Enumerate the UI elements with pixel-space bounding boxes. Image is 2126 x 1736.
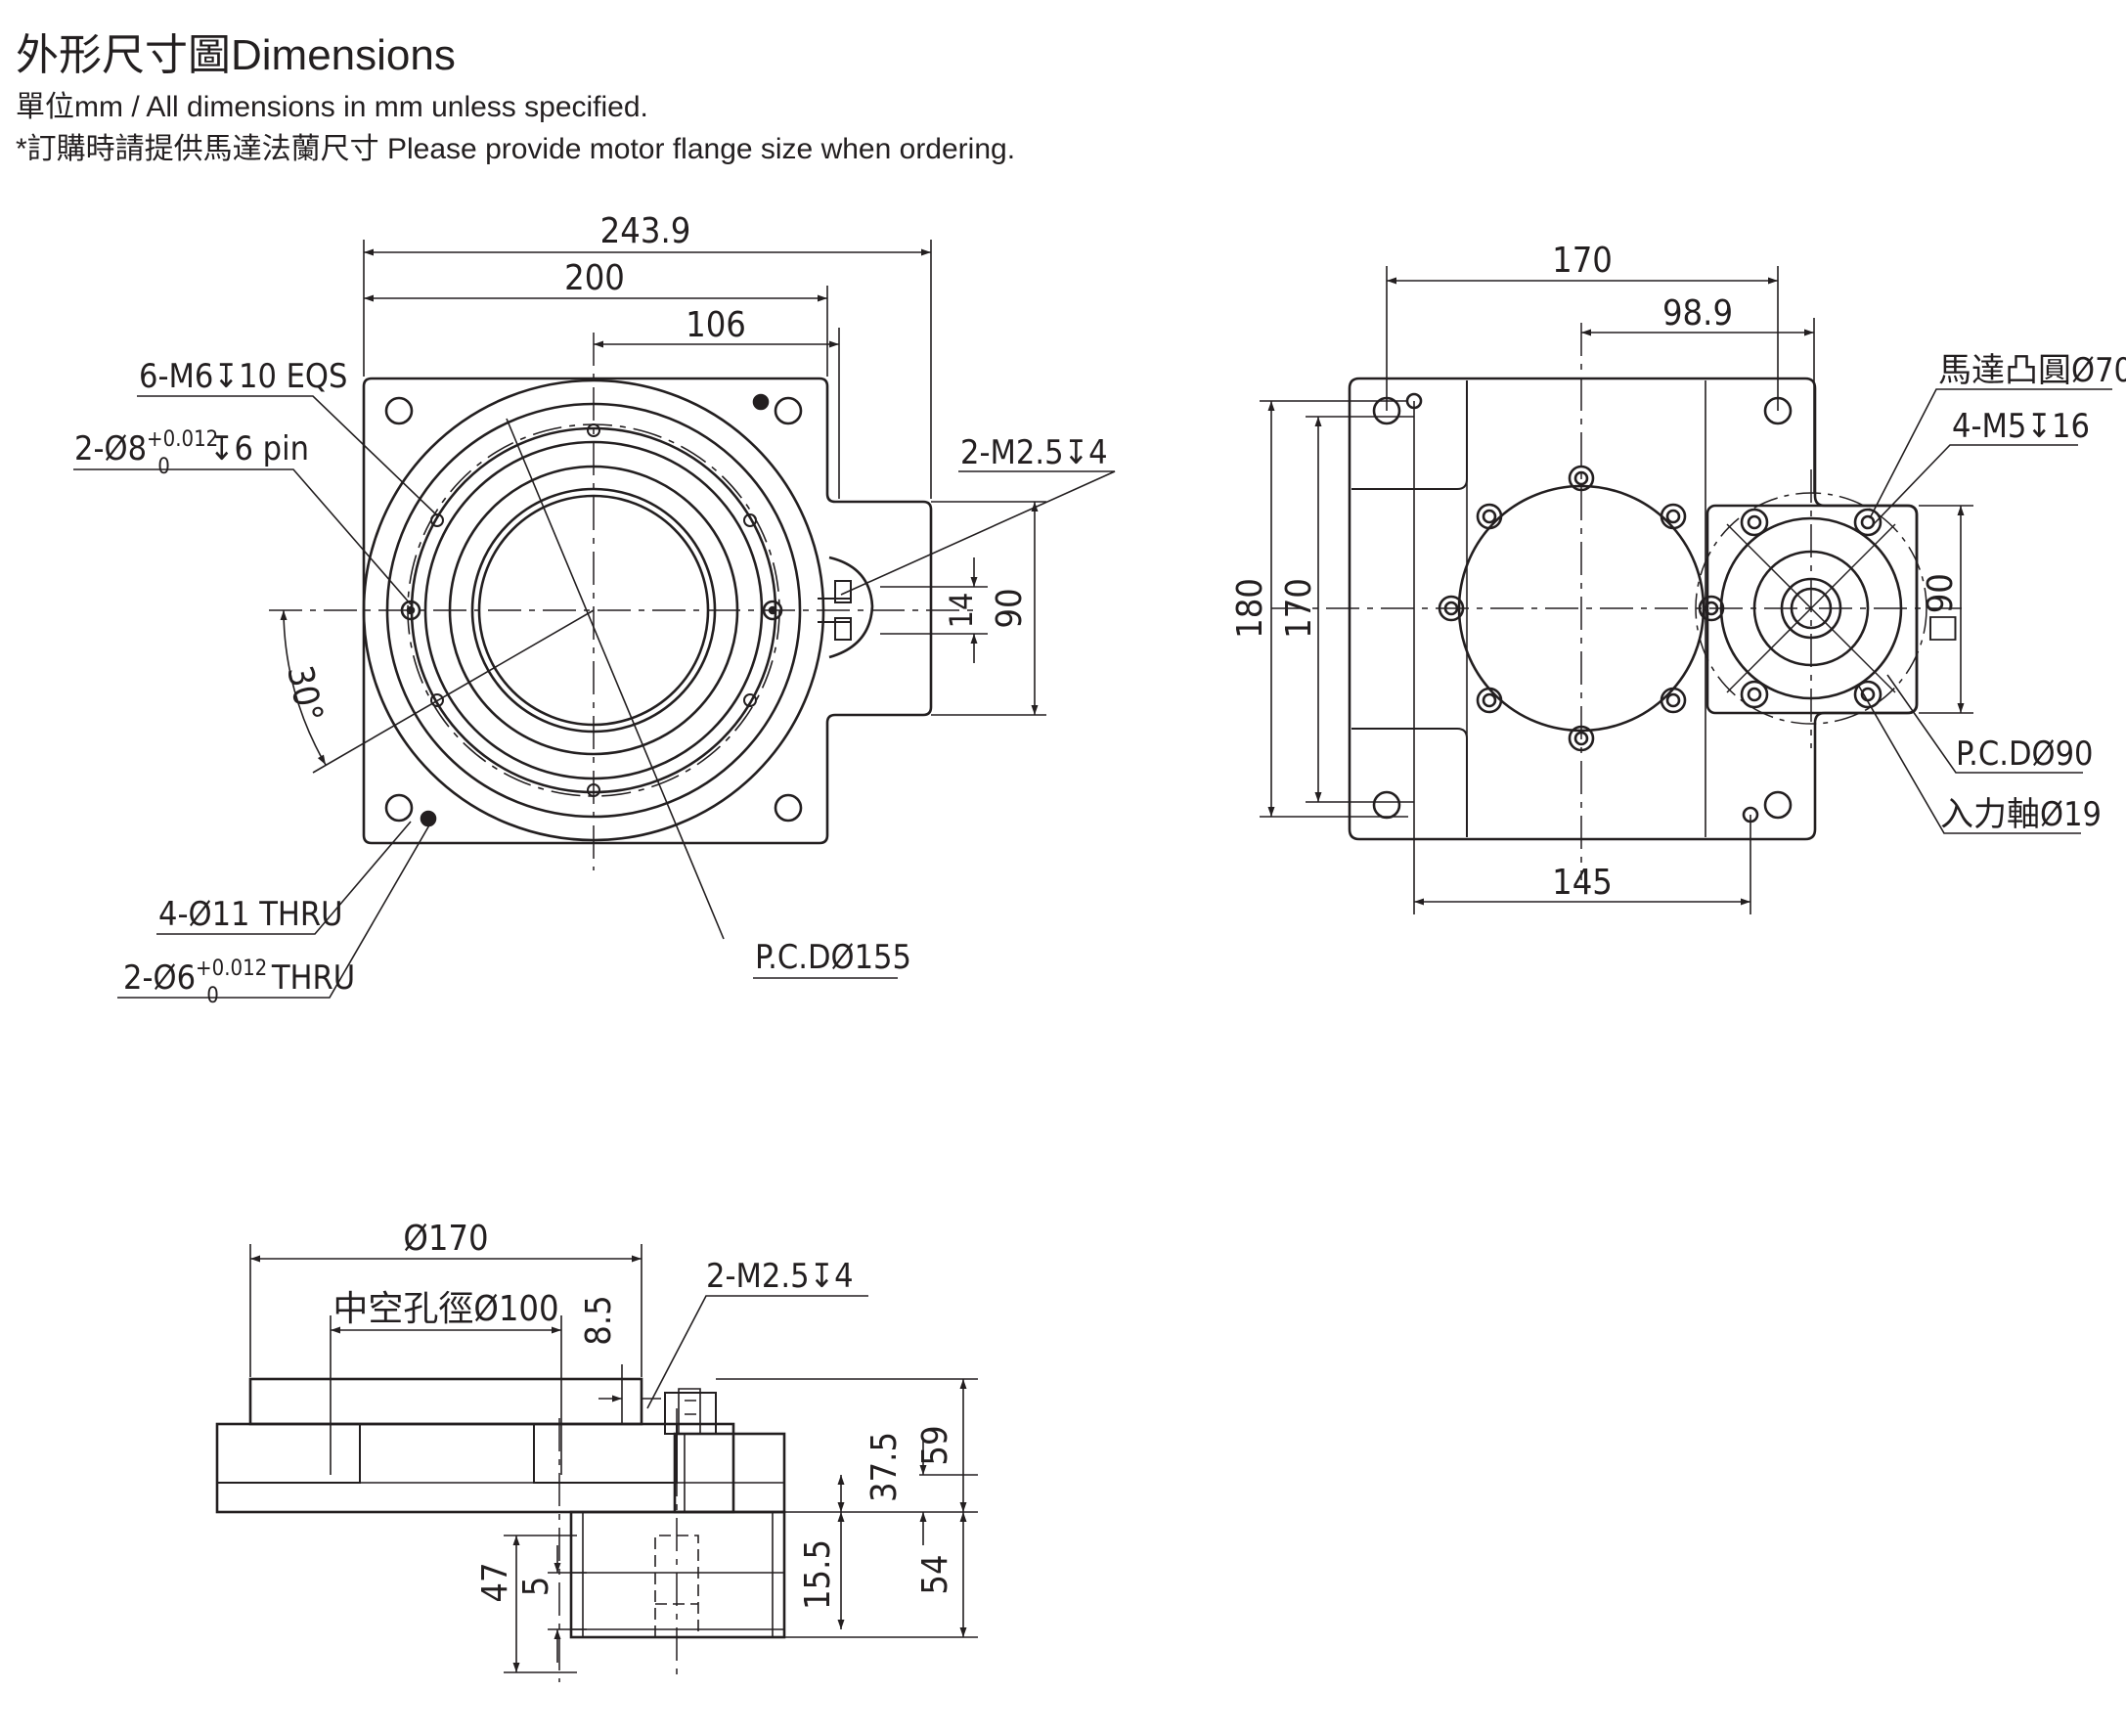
dim-o170-side: Ø170 [403, 1219, 488, 1259]
side-leader [646, 1295, 868, 1409]
order-note: *訂購時請提供馬達法蘭尺寸 Please provide motor flang… [16, 133, 1016, 165]
front-dowel-holes [420, 393, 770, 827]
callout-pcd-90: P.C.DØ90 [1956, 734, 2093, 774]
callout-pcd-155: P.C.DØ155 [755, 938, 911, 977]
dim-170-vert: 170 [1279, 578, 1319, 639]
side-view [215, 1244, 978, 1682]
dim-90-front: 90 [990, 588, 1030, 628]
front-body-outline [362, 377, 933, 845]
motor-flange-square [1705, 504, 1919, 715]
dim-59: 59 [915, 1425, 955, 1465]
dim-14: 14 [943, 593, 980, 629]
callout-motor-boss: 馬達凸圓Ø70 [1938, 351, 2126, 390]
dim-37-5: 37.5 [864, 1432, 905, 1502]
dim-8-5: 8.5 [579, 1295, 619, 1346]
dim-square-90: □90 [1921, 573, 1961, 644]
side-hollow-left-wall [216, 1423, 361, 1484]
front-center-lines [269, 333, 978, 870]
front-angle-lines [280, 609, 595, 774]
callout-2-m2-5-side: 2-M2.5↧4 [706, 1257, 854, 1296]
side-top-plate [248, 1377, 643, 1426]
dim-98-9: 98.9 [1662, 293, 1733, 334]
side-hollow-right-wall [533, 1423, 678, 1484]
side-sensor [664, 1392, 717, 1435]
sensor-bump [828, 556, 874, 659]
front-dimensions [363, 240, 1046, 716]
callout-4-011-thru: 4-Ø11 THRU [158, 895, 343, 934]
front-diagonal [506, 418, 725, 940]
front-sensor [818, 580, 852, 641]
callout-6-m6: 6-M6↧10 EQS [139, 357, 347, 396]
dim-200: 200 [564, 258, 625, 298]
dim-hollow-100: 中空孔徑Ø100 [332, 1289, 558, 1329]
side-input-housing [673, 1432, 786, 1514]
dim-54: 54 [915, 1554, 955, 1594]
angle-30: 30° [279, 662, 330, 726]
side-center-lines [558, 1408, 678, 1682]
back-dimensions [1260, 266, 1973, 914]
side-motor-adapter [569, 1510, 786, 1639]
dim-15-5: 15.5 [798, 1539, 838, 1610]
motor-tap-holes [1740, 508, 1882, 709]
dim-5: 5 [516, 1577, 556, 1597]
callout-input-shaft: 入力軸Ø19 [1940, 795, 2102, 834]
callout-4-m5: 4-M5↧16 [1952, 407, 2090, 446]
back-panel-lower [1351, 728, 1468, 837]
back-view [1260, 266, 2112, 914]
side-sensor-bracket [678, 1388, 701, 1435]
back-diagonals [1726, 523, 1896, 693]
dim-47: 47 [475, 1562, 515, 1602]
front-view [73, 240, 1116, 999]
page-title: 外形尺寸圖Dimensions [16, 31, 456, 79]
side-main-body [215, 1422, 735, 1514]
dim-106: 106 [686, 305, 746, 345]
dim-145: 145 [1552, 863, 1613, 903]
dim-180: 180 [1230, 578, 1270, 639]
dim-243-9: 243.9 [600, 211, 691, 251]
side-dimensions [249, 1244, 978, 1673]
unit-note: 單位mm / All dimensions in mm unless speci… [16, 91, 648, 123]
front-leaders [73, 395, 1116, 999]
front-thru-holes [384, 396, 803, 823]
dim-170-back: 170 [1552, 241, 1613, 281]
back-leaders [1857, 388, 2112, 834]
callout-2-m2-5-front: 2-M2.5↧4 [960, 433, 1108, 472]
